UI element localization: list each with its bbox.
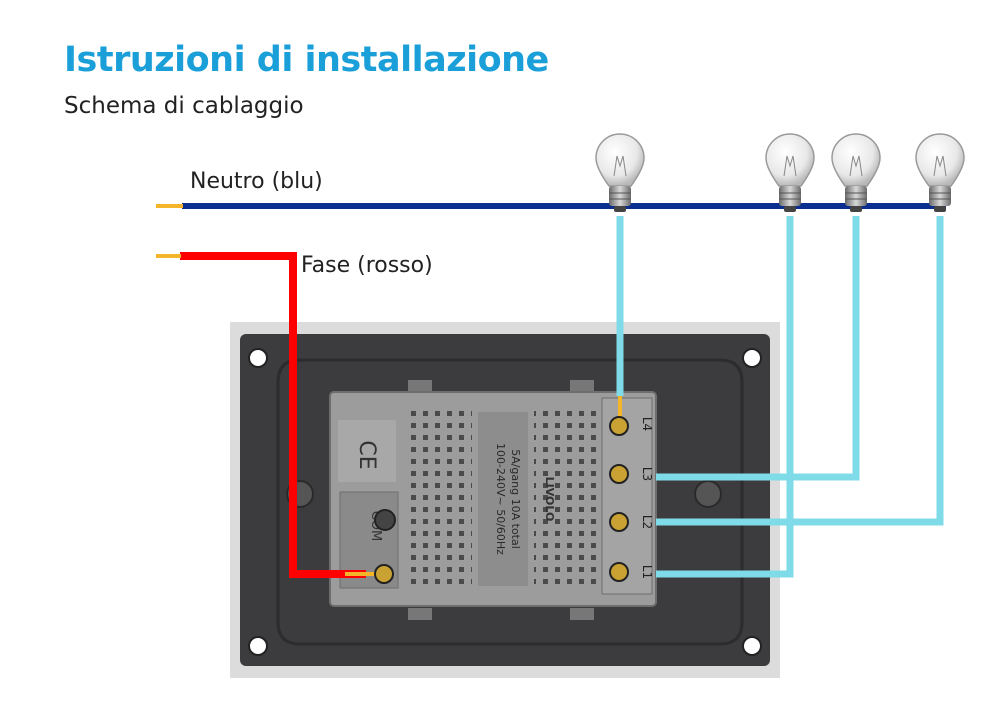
vent-grid: [404, 410, 472, 588]
panel-inner-outline: [276, 358, 744, 646]
terminal-screw-icon: [609, 512, 629, 532]
vent-grid: [534, 410, 602, 588]
panel-knob-icon: [694, 480, 722, 508]
load-wire-l3: [656, 216, 860, 481]
screw-hole-icon: [248, 348, 268, 368]
panel-clip: [408, 380, 432, 392]
panel-clip: [408, 608, 432, 620]
phase-label: Fase (rosso): [301, 253, 433, 278]
terminal-screw-icon: [609, 416, 629, 436]
terminal-label-l4: L4: [640, 417, 654, 431]
spec-label-plate: [478, 412, 528, 586]
bulb-icon: [595, 133, 645, 212]
brand-logo: LIVOLO: [543, 477, 556, 522]
screw-hole-icon: [742, 348, 762, 368]
bulb-icon: [765, 133, 815, 212]
phase-wire: [180, 252, 366, 578]
terminal-label-l3: L3: [640, 467, 654, 481]
page-title: Istruzioni di installazione: [64, 40, 549, 80]
screw-hole-icon: [248, 636, 268, 656]
bulb-icon: [831, 133, 881, 212]
terminal-screw-icon: [609, 562, 629, 582]
neutral-label: Neutro (blu): [190, 169, 323, 194]
load-wire-l1: [656, 216, 794, 578]
com-terminal-screw-icon: [374, 564, 394, 584]
terminal-screw-icon: [609, 464, 629, 484]
panel-clip: [570, 380, 594, 392]
panel-clip: [570, 608, 594, 620]
spec-line-2: 5A/gang 10A total: [509, 449, 522, 549]
ce-label-plate: [338, 420, 396, 482]
spec-line-1: 100-240V~ 50/60Hz: [494, 443, 507, 555]
page-subtitle: Schema di cablaggio: [64, 93, 304, 119]
com-knob-icon: [374, 509, 396, 531]
terminal-label-l2: L2: [640, 515, 654, 529]
bulb-icon: [915, 133, 965, 212]
load-wire-l2: [656, 216, 944, 526]
terminal-label-l1: L1: [640, 565, 654, 579]
screw-hole-icon: [742, 636, 762, 656]
ce-mark: CE: [354, 440, 379, 469]
